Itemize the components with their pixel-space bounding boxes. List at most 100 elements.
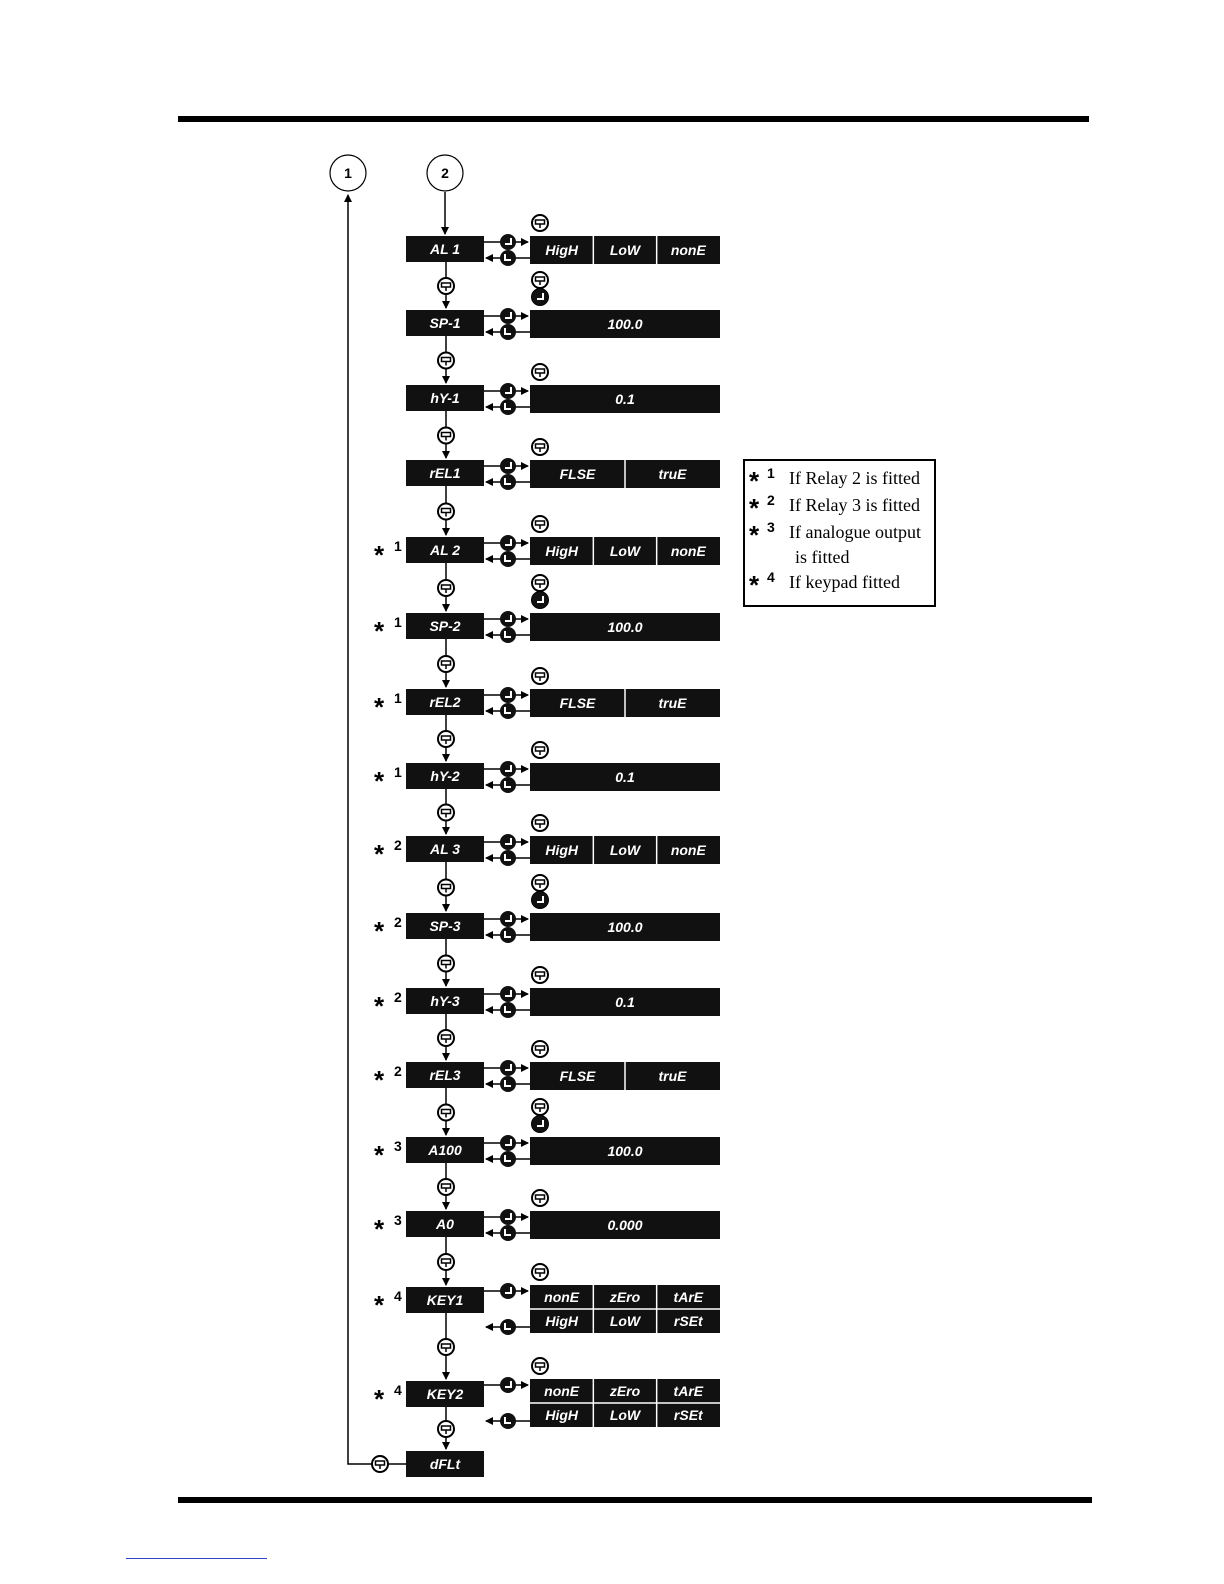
enter-key-icon: [500, 234, 516, 250]
option-value[interactable]: nonE: [671, 842, 707, 858]
enter-key-icon: [500, 850, 516, 866]
param-box[interactable]: [406, 1062, 484, 1088]
option-list: HigH LoW nonE: [530, 836, 720, 864]
param-row: dFLt: [406, 1451, 484, 1477]
param-label: rEL2: [429, 694, 460, 710]
option-value[interactable]: 100.0: [607, 619, 642, 635]
option-value[interactable]: 100.0: [607, 316, 642, 332]
enter-key-icon: [532, 892, 548, 908]
param-box[interactable]: [406, 836, 484, 862]
connector-1: 1: [329, 154, 367, 192]
enter-key-icon: [500, 1377, 516, 1393]
note-number: 1: [394, 538, 402, 554]
param-box[interactable]: [406, 1137, 484, 1163]
enter-key-icon: [500, 761, 516, 777]
enter-key-icon: [500, 687, 516, 703]
option-value[interactable]: HigH: [545, 543, 579, 559]
option-value[interactable]: FLSE: [560, 466, 596, 482]
scroll-key-icon: [531, 1098, 549, 1116]
param-label: SP-3: [429, 918, 460, 934]
option-value[interactable]: rSEt: [674, 1313, 704, 1329]
enter-key-icon: [500, 1209, 516, 1225]
scroll-key-icon: [531, 438, 549, 456]
option-value[interactable]: nonE: [671, 242, 707, 258]
enter-key-icon: [532, 289, 548, 305]
asterisk-icon: *: [374, 1384, 385, 1414]
option-value[interactable]: truE: [659, 1068, 688, 1084]
param-box[interactable]: [406, 763, 484, 789]
param-box[interactable]: [406, 385, 484, 411]
param-box[interactable]: [406, 1211, 484, 1237]
note-number: 4: [394, 1288, 402, 1304]
option-value[interactable]: HigH: [545, 242, 579, 258]
option-value[interactable]: 100.0: [607, 919, 642, 935]
option-value[interactable]: 0.1: [615, 994, 635, 1010]
scroll-key-icon: [371, 1455, 389, 1473]
asterisk-icon: *: [374, 1214, 385, 1244]
option-value[interactable]: 0.1: [615, 769, 635, 785]
option-list: HigH LoW nonE: [530, 537, 720, 565]
option-list: 100.0: [530, 613, 720, 641]
param-box[interactable]: [406, 1287, 484, 1313]
asterisk-icon: *: [749, 466, 760, 496]
option-value[interactable]: HigH: [545, 1313, 579, 1329]
option-value[interactable]: tArE: [674, 1289, 704, 1305]
scroll-key-icon: [531, 741, 549, 759]
option-value[interactable]: truE: [659, 466, 688, 482]
option-value[interactable]: HigH: [545, 1407, 579, 1423]
asterisk-icon: *: [374, 1140, 385, 1170]
param-box[interactable]: [406, 236, 484, 262]
scroll-key-icon: [531, 363, 549, 381]
option-value[interactable]: LoW: [610, 1313, 642, 1329]
option-value[interactable]: tArE: [674, 1383, 704, 1399]
enter-key-icon: [500, 911, 516, 927]
enter-key-icon: [500, 1060, 516, 1076]
option-value[interactable]: truE: [659, 695, 688, 711]
param-box[interactable]: [406, 988, 484, 1014]
legend-number: 3: [767, 519, 775, 535]
option-value[interactable]: 0.000: [607, 1217, 642, 1233]
note-number: 1: [394, 764, 402, 780]
option-value[interactable]: LoW: [610, 543, 642, 559]
legend-number: 4: [767, 569, 775, 585]
asterisk-icon: *: [374, 766, 385, 796]
option-value[interactable]: nonE: [544, 1289, 580, 1305]
option-value[interactable]: zEro: [609, 1289, 641, 1305]
param-box[interactable]: [406, 1381, 484, 1407]
option-value[interactable]: zEro: [609, 1383, 641, 1399]
option-value[interactable]: nonE: [671, 543, 707, 559]
option-value[interactable]: FLSE: [560, 1068, 596, 1084]
option-value[interactable]: HigH: [545, 842, 579, 858]
param-label: rEL1: [429, 465, 460, 481]
asterisk-icon: *: [374, 916, 385, 946]
enter-key-icon: [500, 535, 516, 551]
option-value[interactable]: 0.1: [615, 391, 635, 407]
option-value[interactable]: FLSE: [560, 695, 596, 711]
param-label: A0: [435, 1216, 454, 1232]
option-value[interactable]: rSEt: [674, 1407, 704, 1423]
param-box[interactable]: [406, 537, 484, 563]
enter-key-icon: [500, 777, 516, 793]
enter-key-icon: [500, 627, 516, 643]
option-value[interactable]: LoW: [610, 842, 642, 858]
option-value[interactable]: nonE: [544, 1383, 580, 1399]
param-box[interactable]: [406, 913, 484, 939]
param-box[interactable]: [406, 310, 484, 336]
option-value[interactable]: LoW: [610, 1407, 642, 1423]
note-number: 2: [394, 1063, 402, 1079]
note-number: 2: [394, 837, 402, 853]
asterisk-icon: *: [374, 540, 385, 570]
param-box[interactable]: [406, 460, 484, 486]
asterisk-icon: *: [749, 520, 760, 550]
scroll-key-icon: [437, 277, 455, 295]
param-box[interactable]: [406, 1451, 484, 1477]
option-value[interactable]: LoW: [610, 242, 642, 258]
option-value[interactable]: 100.0: [607, 1143, 642, 1159]
param-box[interactable]: [406, 613, 484, 639]
param-box[interactable]: [406, 689, 484, 715]
